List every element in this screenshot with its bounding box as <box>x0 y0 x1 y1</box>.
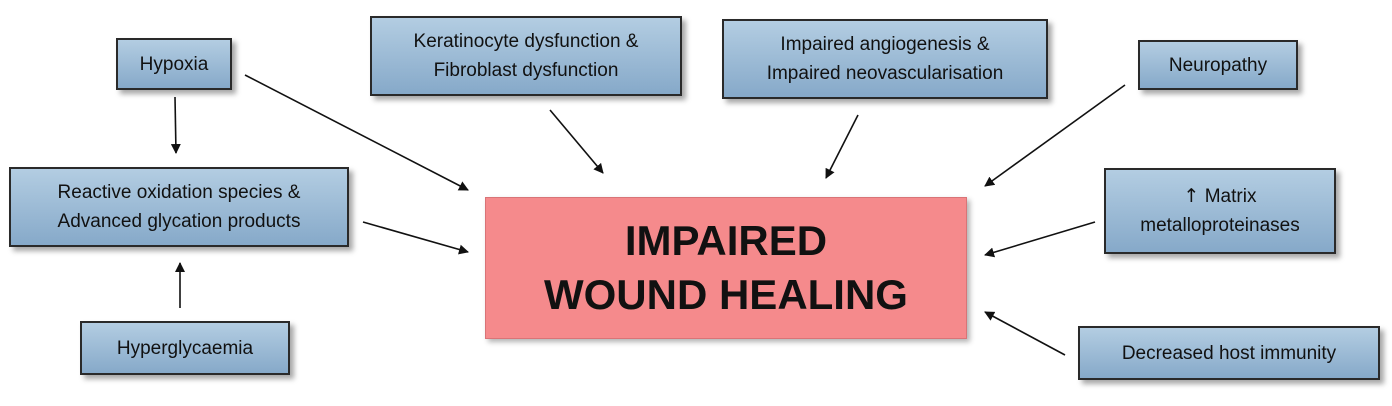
arrow-immunity-to-healing <box>984 311 1066 356</box>
angiogenesis-box: Impaired angiogenesis & Impaired neovasc… <box>722 19 1048 99</box>
mmp-label-matrix: Matrix <box>1204 186 1257 207</box>
hypoxia-label: Hypoxia <box>139 53 209 75</box>
angiogenesis-label-line2: Impaired neovascularisation <box>766 63 1004 84</box>
neuropathy-box: Neuropathy <box>1138 40 1298 90</box>
neuropathy-label: Neuropathy <box>1168 54 1268 76</box>
arrow-keratinocyte-to-healing <box>549 109 604 174</box>
ros-label-line1: Reactive oxidation species & <box>57 182 301 203</box>
mmp-box: ↑ Matrix metalloproteinases <box>1104 168 1336 254</box>
arrow-angiogenesis-to-healing <box>825 114 859 179</box>
up-arrow-icon: ↑ <box>1183 185 1200 207</box>
impaired-wound-healing-box: IMPAIRED WOUND HEALING <box>485 197 967 339</box>
arrow-neuropathy-to-healing <box>984 84 1126 187</box>
ros-box: Reactive oxidation species & Advanced gl… <box>9 167 349 247</box>
keratinocyte-label-line1: Keratinocyte dysfunction & <box>413 31 639 52</box>
keratinocyte-box: Keratinocyte dysfunction & Fibroblast dy… <box>370 16 682 96</box>
arrow-ros-to-healing <box>362 221 469 255</box>
hyperglycaemia-label: Hyperglycaemia <box>116 337 254 359</box>
arrow-mmp-to-healing <box>984 221 1096 258</box>
angiogenesis-label-line1: Impaired angiogenesis & <box>780 34 990 55</box>
immunity-label: Decreased host immunity <box>1121 342 1337 364</box>
immunity-box: Decreased host immunity <box>1078 326 1380 380</box>
hyperglycaemia-box: Hyperglycaemia <box>80 321 290 375</box>
mmp-label-line2: metalloproteinases <box>1140 215 1300 236</box>
center-title-line2: WOUND HEALING <box>544 271 908 318</box>
arrow-hypoxia-to-healing <box>244 74 469 191</box>
hypoxia-box: Hypoxia <box>116 38 232 90</box>
arrow-hypoxia-to-ros <box>170 96 181 154</box>
mmp-label-line1: ↑ Matrix <box>1184 182 1257 211</box>
keratinocyte-label-line2: Fibroblast dysfunction <box>433 60 619 81</box>
ros-label-line2: Advanced glycation products <box>57 211 301 232</box>
center-title-line1: IMPAIRED <box>624 217 828 264</box>
